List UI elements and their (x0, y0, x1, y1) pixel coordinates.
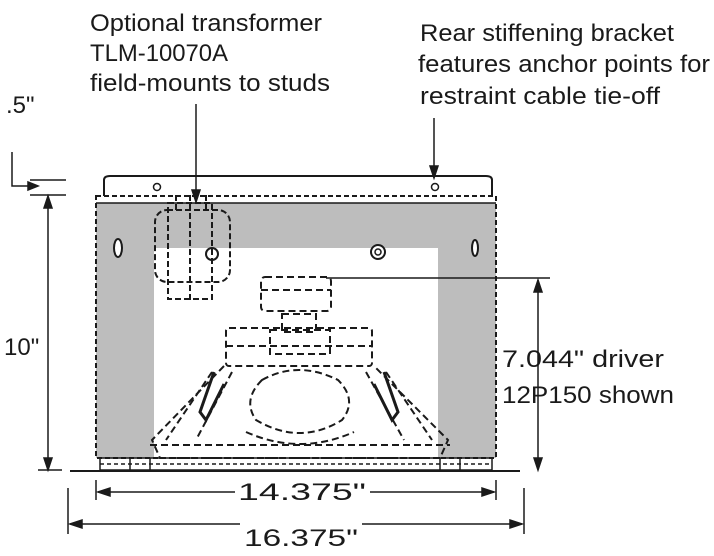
mount-slot-left (113, 238, 123, 258)
mounting-holes (113, 238, 479, 261)
callout-bracket: Rear stiffening bracket features anchor … (418, 20, 710, 110)
bracket-anchor-point-left (152, 182, 162, 192)
frame-outline (95, 195, 497, 459)
transformer-line-3: field-mounts to studs (90, 70, 330, 97)
rear-stiffening-bracket (103, 175, 493, 196)
dimension-top-offset-label: .5" (6, 92, 35, 119)
dimension-lines (11, 152, 550, 534)
transformer-line-1: Optional transformer (90, 10, 322, 37)
driver-outline (150, 276, 450, 459)
dimension-inner-width-label: 14.375" (238, 479, 366, 506)
callout-driver: 7.044" driver 12P150 shown (502, 346, 674, 409)
driver-line-1: 7.044" driver (502, 346, 664, 373)
callout-leaders (190, 104, 440, 205)
mount-slot-right (471, 239, 479, 257)
bracket-line-3: restraint cable tie-off (420, 83, 660, 110)
dimension-outer-width-label: 16.375" (244, 525, 358, 552)
transformer-line-2: TLM-10070A (90, 40, 228, 67)
driver-struts (198, 371, 400, 423)
callout-transformer: Optional transformer TLM-10070A field-mo… (90, 10, 330, 97)
bracket-line-1: Rear stiffening bracket (420, 20, 674, 47)
transformer-outline (154, 195, 231, 300)
bracket-anchor-point-right (430, 182, 440, 192)
frame-right-leg (438, 248, 496, 458)
frame-top-band (96, 203, 496, 248)
frame-left-leg (96, 248, 154, 458)
enclosure-frame (95, 195, 497, 459)
bracket-line-2: features anchor points for (418, 51, 710, 78)
dimension-height-label: 10" (4, 334, 39, 361)
knockout-hole-center (370, 244, 386, 260)
driver-line-2: 12P150 shown (502, 382, 674, 409)
bottom-rim (99, 457, 493, 471)
